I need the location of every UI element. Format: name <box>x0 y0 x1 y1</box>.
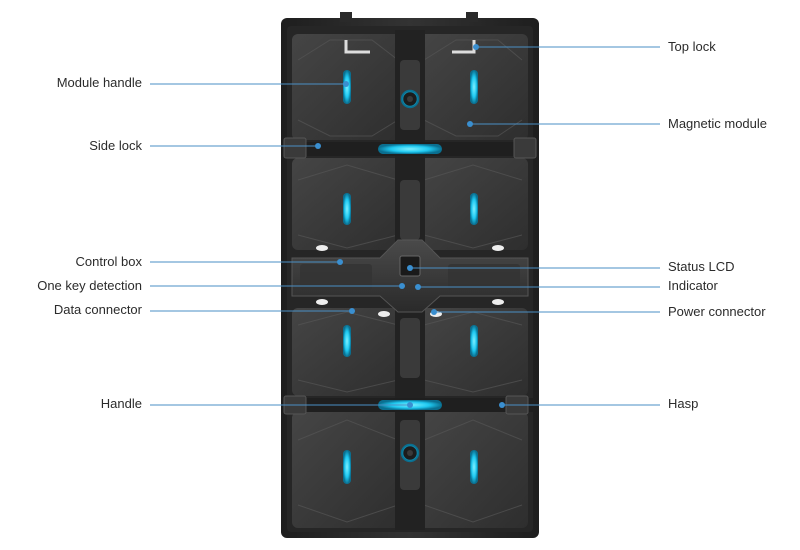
side-lock-right <box>513 137 537 159</box>
dot-magnetic-module <box>467 121 473 127</box>
spine-lock-bottom <box>400 443 420 463</box>
dot-status-lcd <box>407 265 413 271</box>
connectors <box>316 245 504 317</box>
panel-texture <box>297 39 523 523</box>
dot-data-connector <box>349 308 355 314</box>
dot-hasp <box>499 402 505 408</box>
side-lock-left <box>283 137 307 159</box>
control-box <box>291 239 529 313</box>
top-lug-right <box>466 12 478 22</box>
label-power-connector: Power connector <box>668 304 766 319</box>
dot-top-lock <box>473 44 479 50</box>
label-one-key-detection: One key detection <box>37 278 142 293</box>
label-hasp: Hasp <box>668 396 699 411</box>
label-control-box: Control box <box>75 254 142 269</box>
label-top-lock: Top lock <box>668 39 716 54</box>
dot-module-handle <box>343 81 349 87</box>
top-lug-left <box>340 12 352 22</box>
dot-handle <box>407 402 413 408</box>
dot-one-key-detection <box>399 283 405 289</box>
dot-indicator <box>415 284 421 290</box>
leader-lines <box>150 46 660 406</box>
top-lock-hooks <box>344 40 476 54</box>
dot-side-lock <box>315 143 321 149</box>
upper-handle-bar <box>378 144 442 154</box>
label-side-lock: Side lock <box>89 138 142 153</box>
label-data-connector: Data connector <box>53 302 142 317</box>
spine-lock-top <box>400 89 420 109</box>
label-module-handle: Module handle <box>56 75 142 90</box>
label-handle: Handle <box>100 396 142 411</box>
leader-dots <box>315 44 505 408</box>
label-status-lcd: Status LCD <box>668 259 735 274</box>
dot-power-connector <box>431 309 437 315</box>
module-handle-slots <box>343 70 478 484</box>
label-indicator: Indicator <box>668 278 718 293</box>
dot-control-box <box>337 259 343 265</box>
label-magnetic-module: Magnetic module <box>668 116 767 131</box>
